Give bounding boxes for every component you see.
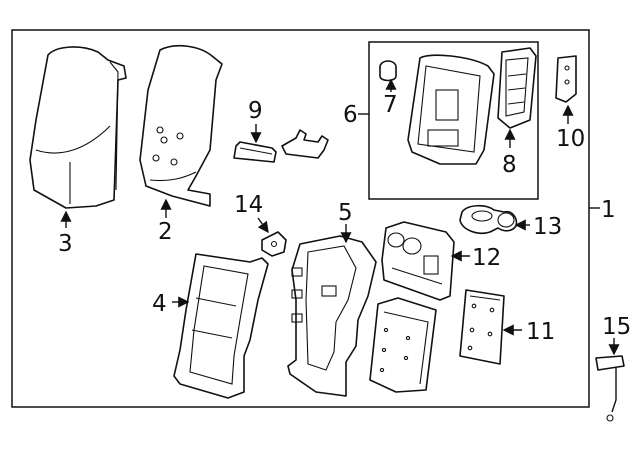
assembly-frame (11, 29, 590, 408)
callout-10: 10 (556, 126, 585, 152)
part-11-panel (459, 289, 505, 365)
part-13-cup-insert (459, 204, 518, 235)
part-12-armrest-housing (381, 221, 455, 301)
part-7-button (379, 60, 397, 82)
part-15-latch-cable (595, 355, 625, 422)
callout-5: 5 (338, 200, 353, 226)
part-4-frame-panel (173, 253, 269, 399)
part-armrest-base (369, 297, 437, 393)
callout-12: 12 (472, 245, 501, 271)
callout-14: 14 (234, 192, 263, 218)
callout-9: 9 (248, 98, 263, 124)
part-6-back-panel (407, 54, 495, 165)
part-10-clip (555, 55, 577, 103)
part-8-trim-strip (497, 47, 537, 129)
part-3-back-cover (29, 46, 127, 209)
callout-15: 15 (602, 314, 631, 340)
callout-7: 7 (383, 92, 398, 118)
callout-4: 4 (152, 291, 167, 317)
part-9-brackets (233, 129, 329, 163)
callout-2: 2 (158, 219, 173, 245)
callout-1: 1 (601, 197, 616, 223)
part-14-bracket (261, 231, 287, 257)
callout-11: 11 (526, 319, 555, 345)
callout-3: 3 (58, 231, 73, 257)
part-5-back-frame (287, 235, 377, 397)
callout-8: 8 (502, 152, 517, 178)
leader-14 (257, 217, 269, 234)
subassembly-box-6 (368, 41, 539, 200)
callout-6: 6 (343, 102, 358, 128)
part-2-back-pad (139, 44, 223, 207)
callout-13: 13 (533, 214, 562, 240)
